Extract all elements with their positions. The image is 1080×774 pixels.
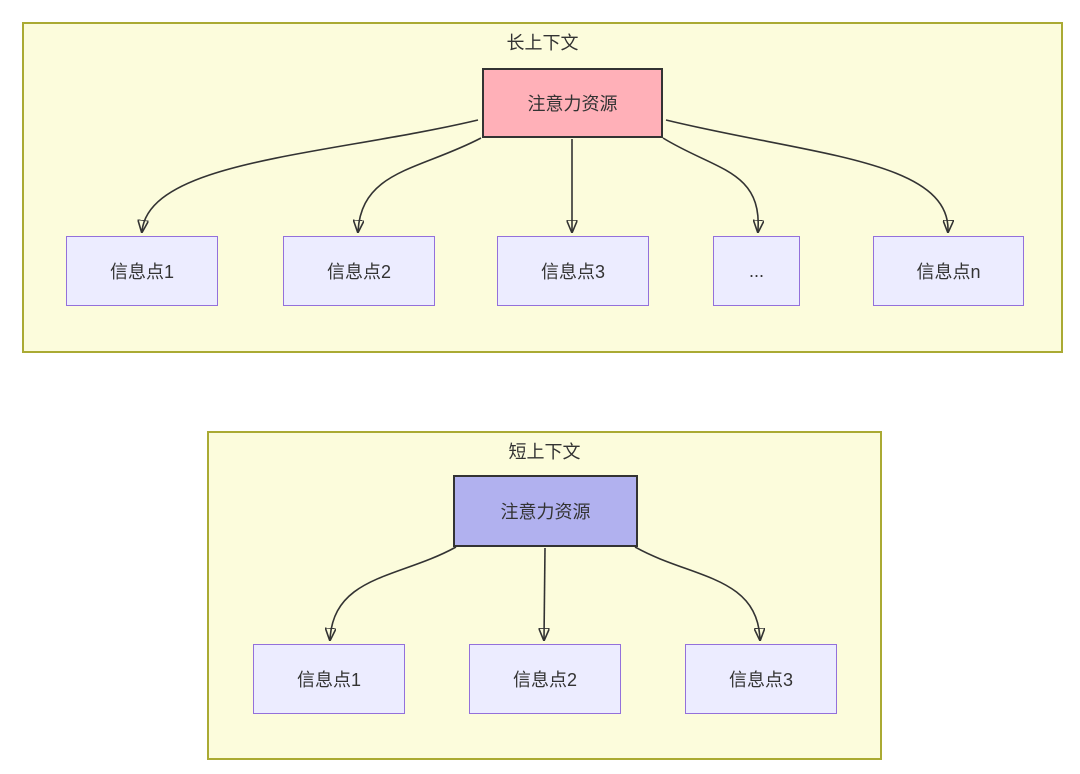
- long-attention-node: 注意力资源: [482, 68, 663, 138]
- long-context-title: 长上下文: [506, 33, 579, 53]
- short-info-node-2: 信息点2: [469, 644, 621, 714]
- long-info-node-ellipsis: ...: [713, 236, 800, 306]
- long-info-node-3: 信息点3: [497, 236, 649, 306]
- short-attention-node: 注意力资源: [453, 475, 638, 547]
- short-info-node-3: 信息点3: [685, 644, 837, 714]
- short-context-title: 短上下文: [508, 442, 581, 462]
- short-info-node-1: 信息点1: [253, 644, 405, 714]
- long-info-node-2: 信息点2: [283, 236, 435, 306]
- long-info-node-n: 信息点n: [873, 236, 1024, 306]
- long-info-node-1: 信息点1: [66, 236, 218, 306]
